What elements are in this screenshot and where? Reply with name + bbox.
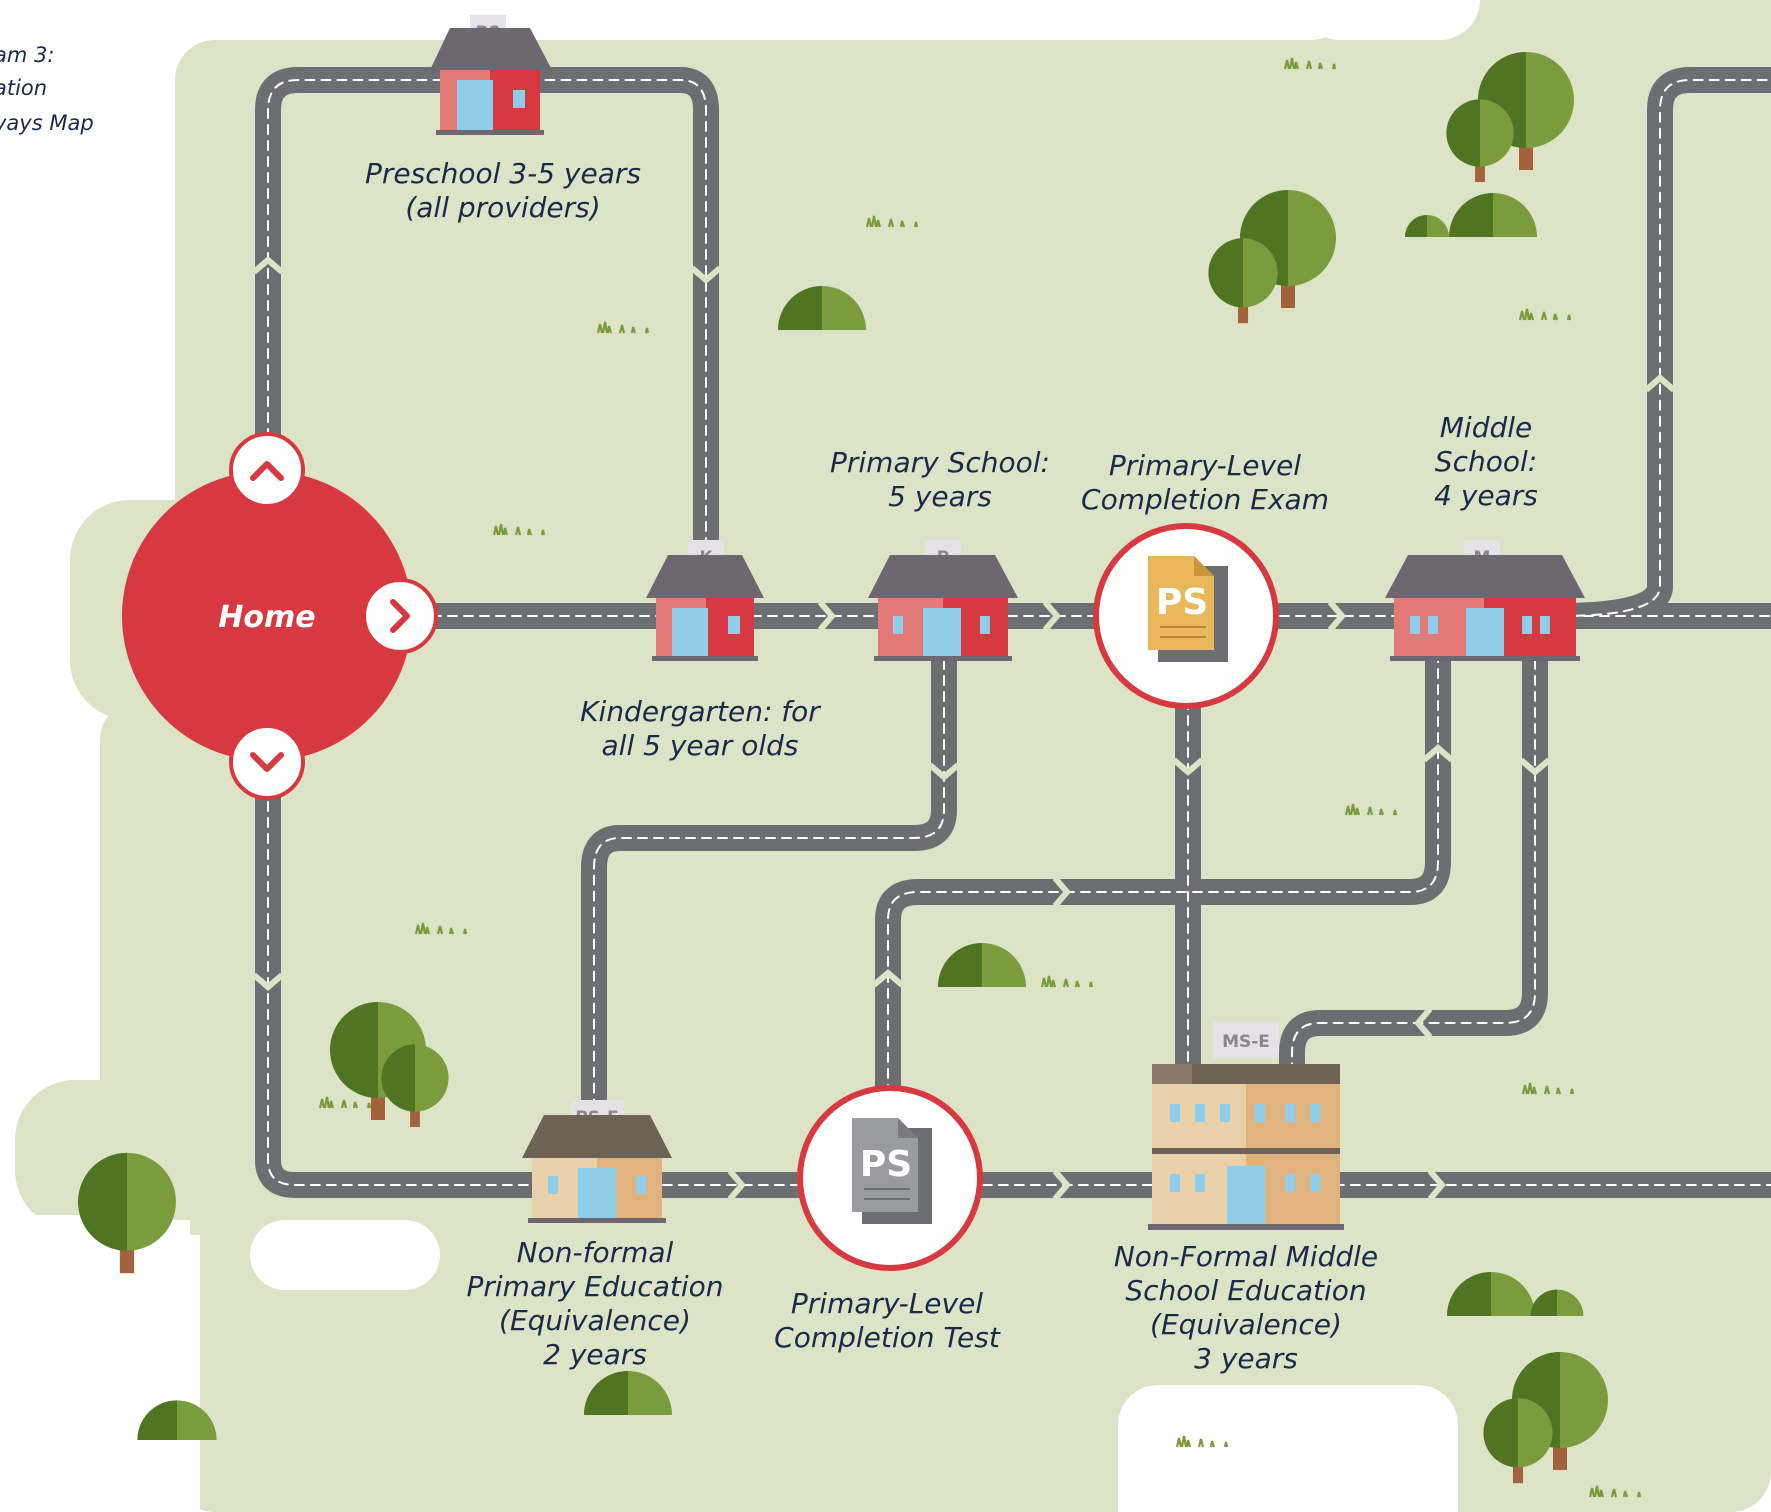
chevron-down-icon bbox=[250, 752, 284, 772]
middle-school-label: 4 years bbox=[1434, 479, 1538, 512]
preschool-label: Preschool 3-5 years bbox=[365, 157, 641, 190]
nonformal-primary-building[interactable]: PS-E bbox=[522, 1100, 672, 1223]
nonformal-middle-label: School Education bbox=[1125, 1274, 1366, 1307]
home-up-button[interactable] bbox=[229, 432, 305, 508]
road-arrow bbox=[1327, 600, 1346, 632]
nonformal-primary-label: 2 years bbox=[543, 1338, 647, 1371]
title-line: am 3: bbox=[0, 43, 54, 67]
primary-school-label: Primary School: bbox=[830, 446, 1050, 479]
kindergarten-label: all 5 year olds bbox=[602, 729, 799, 762]
kindergarten-label: Kindergarten: for bbox=[580, 695, 821, 728]
road-arrow bbox=[1422, 744, 1454, 763]
completion-test-node[interactable]: PS bbox=[797, 1085, 983, 1271]
home-node[interactable]: Home bbox=[122, 432, 438, 800]
chevron-up-icon bbox=[250, 461, 284, 481]
nonformal-primary-label: (Equivalence) bbox=[499, 1304, 691, 1337]
nonformal-middle-sign: MS-E bbox=[1222, 1032, 1270, 1052]
nonformal-primary-label: Primary Education bbox=[467, 1270, 724, 1303]
completion-exam-node[interactable]: PS bbox=[1093, 523, 1279, 709]
figure-title: am 3: ation vays Map bbox=[0, 43, 94, 135]
road-arrow bbox=[1042, 600, 1061, 632]
home-down-button[interactable] bbox=[229, 724, 305, 800]
road-arrow bbox=[872, 969, 904, 988]
primary-school-building[interactable]: P bbox=[868, 540, 1018, 661]
exam-doc-text: PS bbox=[1156, 582, 1208, 623]
nonformal-middle-label: 3 years bbox=[1194, 1342, 1298, 1375]
title-line: vays Map bbox=[0, 111, 94, 135]
nonformal-middle-building[interactable]: MS-E bbox=[1148, 1022, 1344, 1230]
middle-school-label: Middle bbox=[1440, 411, 1533, 444]
completion-test-label: Primary-Level bbox=[791, 1287, 983, 1320]
chevron-right-icon bbox=[390, 599, 410, 633]
road-arrow bbox=[1519, 757, 1551, 776]
road-arrow bbox=[1427, 1169, 1446, 1201]
home-label: Home bbox=[218, 600, 315, 635]
road-arrow bbox=[1414, 1007, 1433, 1039]
nonformal-middle-label: Non-Formal Middle bbox=[1114, 1240, 1378, 1273]
preschool-building[interactable]: PS bbox=[430, 15, 552, 135]
kindergarten-building[interactable]: K bbox=[646, 540, 764, 661]
home-right-button[interactable] bbox=[362, 578, 438, 654]
road-arrow bbox=[1172, 757, 1204, 776]
preschool-label: (all providers) bbox=[405, 191, 600, 224]
title-line: ation bbox=[0, 76, 47, 100]
road-arrow bbox=[727, 1169, 746, 1201]
completion-test-label: Completion Test bbox=[774, 1321, 1001, 1354]
nonformal-primary-label: Non-formal bbox=[517, 1236, 674, 1269]
completion-exam-label: Completion Exam bbox=[1081, 483, 1329, 516]
road-arrow bbox=[252, 972, 284, 991]
road-arrow bbox=[690, 265, 722, 284]
road-arrow bbox=[817, 600, 836, 632]
completion-exam-label: Primary-Level bbox=[1109, 449, 1301, 482]
road-arrow bbox=[1052, 876, 1071, 908]
primary-school-label: 5 years bbox=[888, 480, 992, 513]
middle-school-label: School: bbox=[1435, 445, 1537, 478]
test-doc-text: PS bbox=[860, 1144, 912, 1185]
road-arrow bbox=[928, 762, 960, 781]
middle-school-building[interactable]: M bbox=[1385, 540, 1585, 661]
nonformal-middle-label: (Equivalence) bbox=[1150, 1308, 1342, 1341]
road-arrow bbox=[252, 256, 284, 275]
road-arrow bbox=[1052, 1169, 1071, 1201]
road-arrow bbox=[1644, 374, 1676, 393]
